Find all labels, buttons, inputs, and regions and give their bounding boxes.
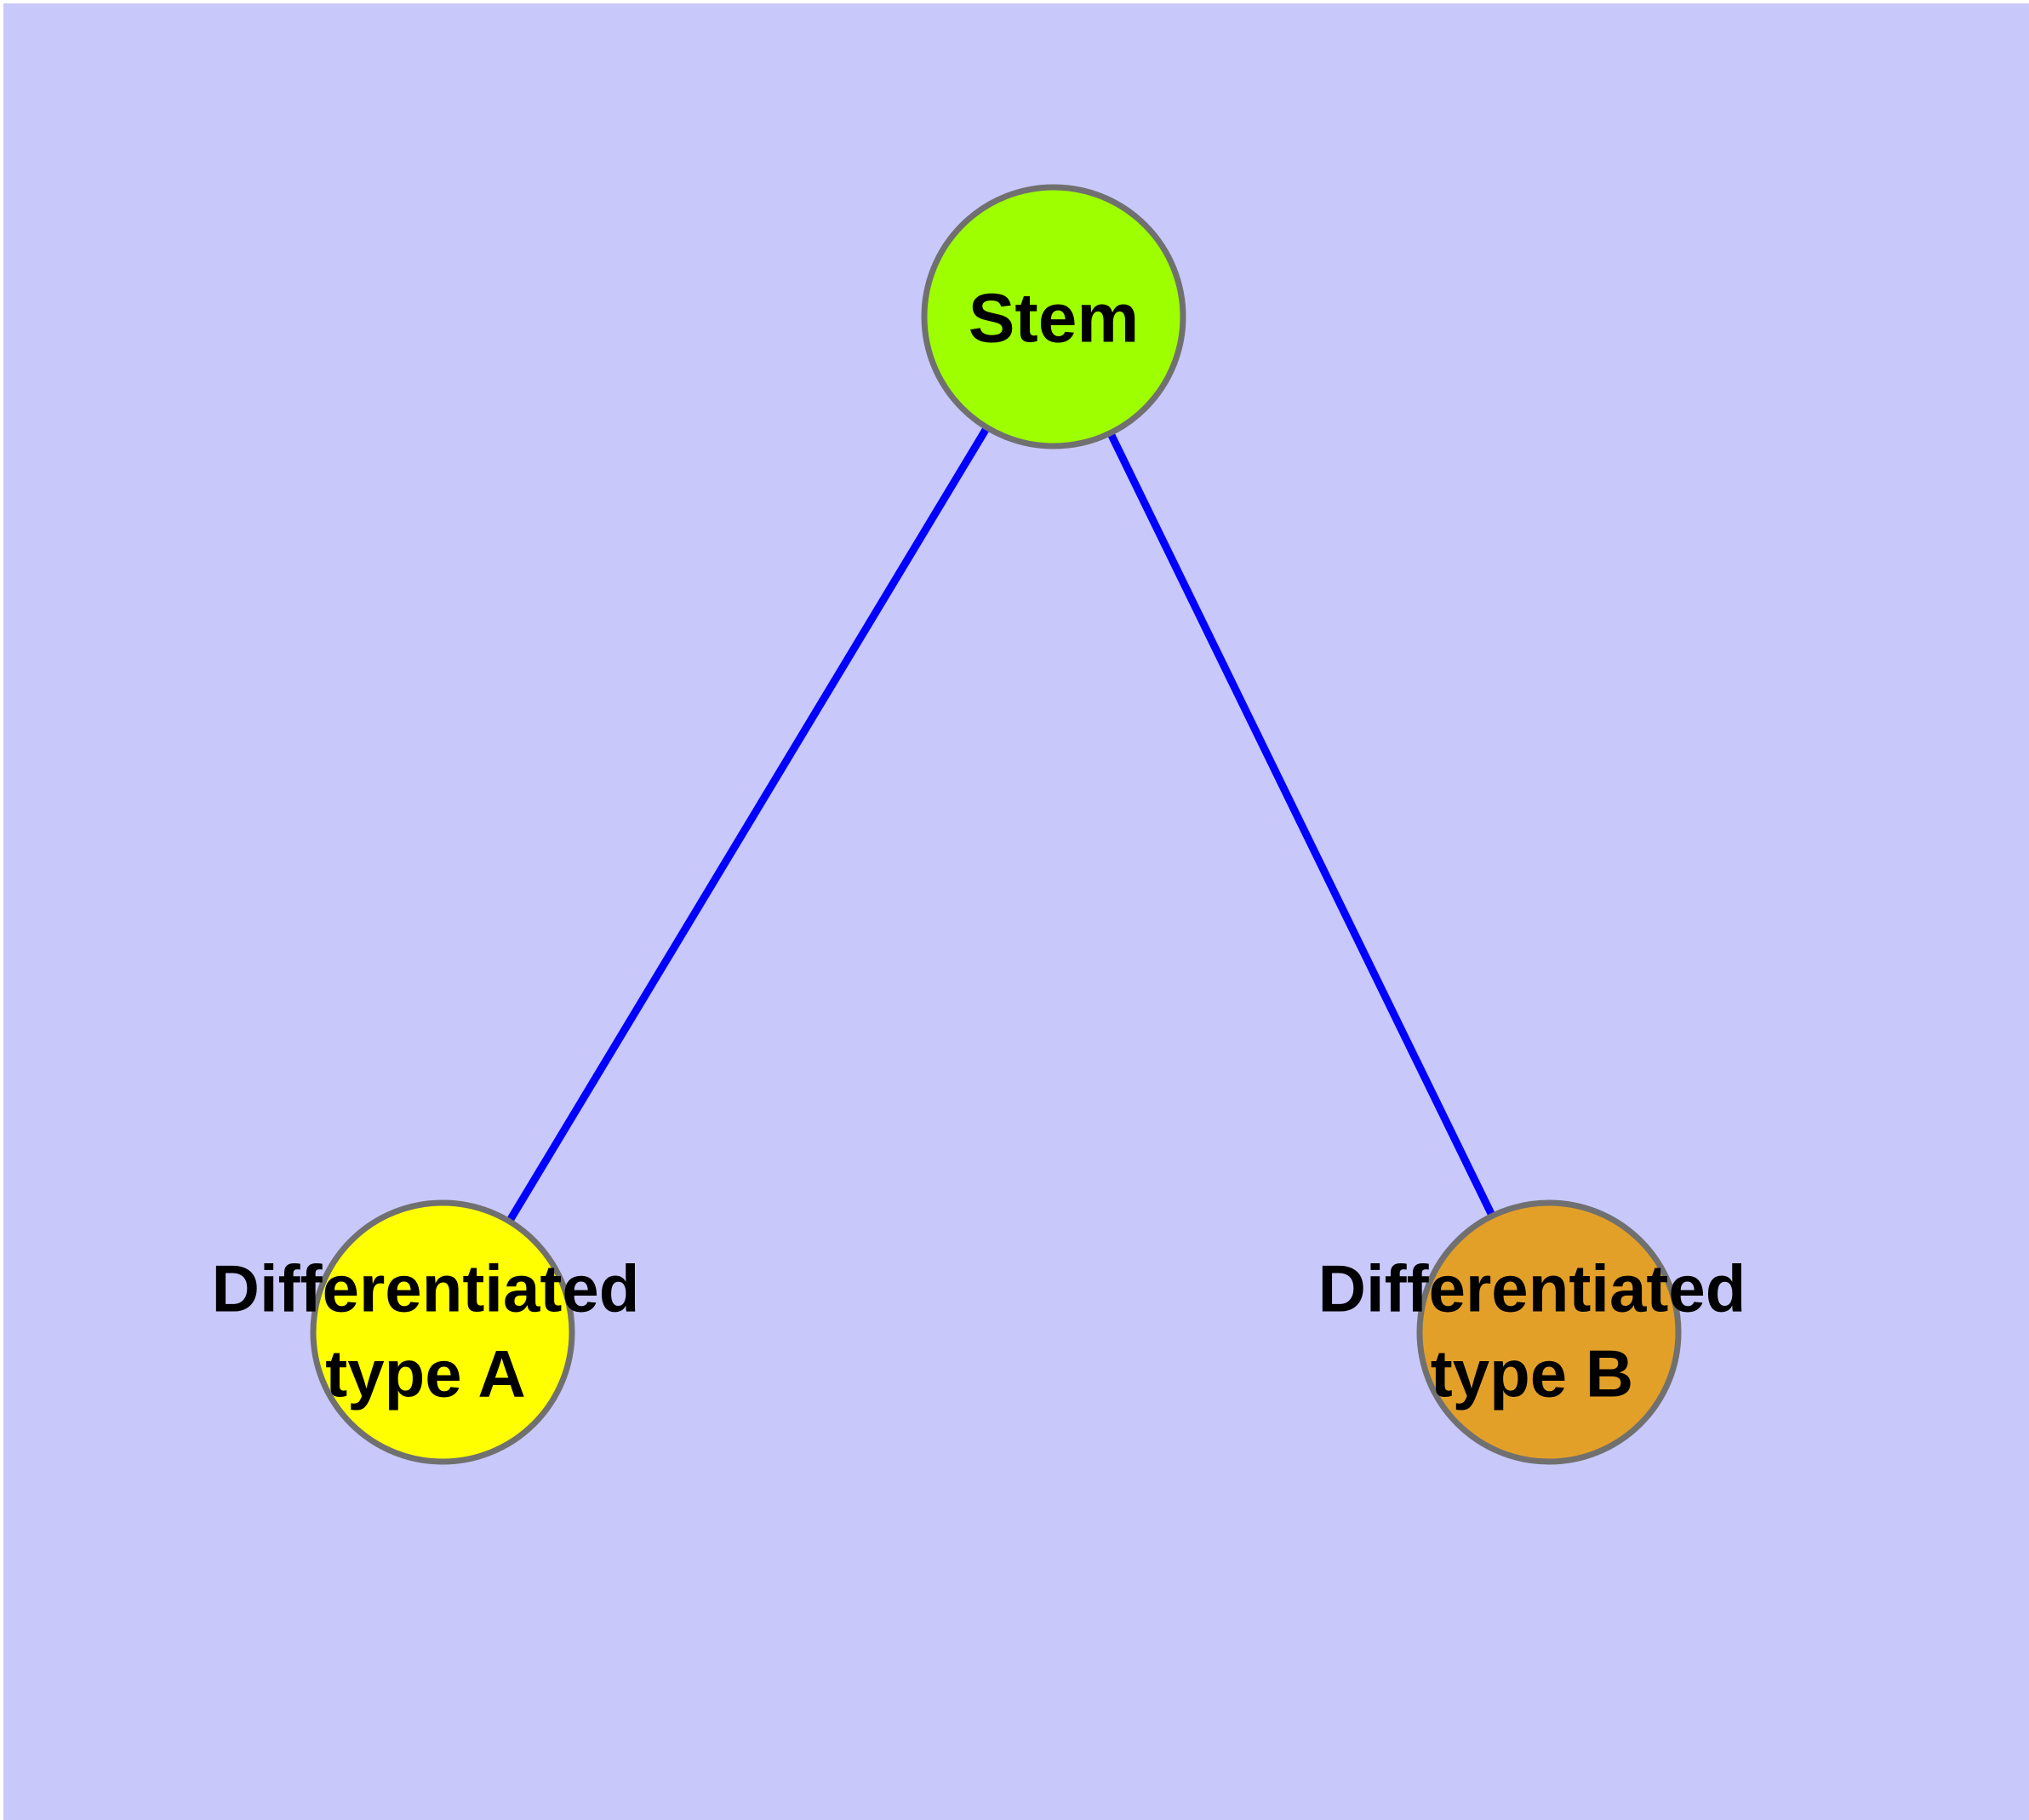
- node-stem[interactable]: [921, 184, 1186, 449]
- edge-group: [439, 314, 1553, 1335]
- edge-stem-to-differentiated-type-a[interactable]: [439, 314, 1057, 1335]
- node-label-differentiated-type-a-line2: type A: [325, 1336, 526, 1411]
- node-label-differentiated-type-b-line1: Differentiated: [1318, 1251, 1746, 1326]
- label-group: Stem Differentiated type A Differentiate…: [212, 280, 1746, 1411]
- node-label-differentiated-type-a-line1: Differentiated: [212, 1251, 640, 1326]
- node-differentiated-type-a[interactable]: [310, 1199, 575, 1465]
- node-group: [310, 184, 1682, 1465]
- node-differentiated-type-b[interactable]: [1416, 1199, 1682, 1465]
- node-label-differentiated-type-b-line2: type B: [1431, 1336, 1633, 1411]
- edge-stem-to-differentiated-type-b[interactable]: [1049, 315, 1553, 1334]
- node-label-stem: Stem: [969, 280, 1140, 358]
